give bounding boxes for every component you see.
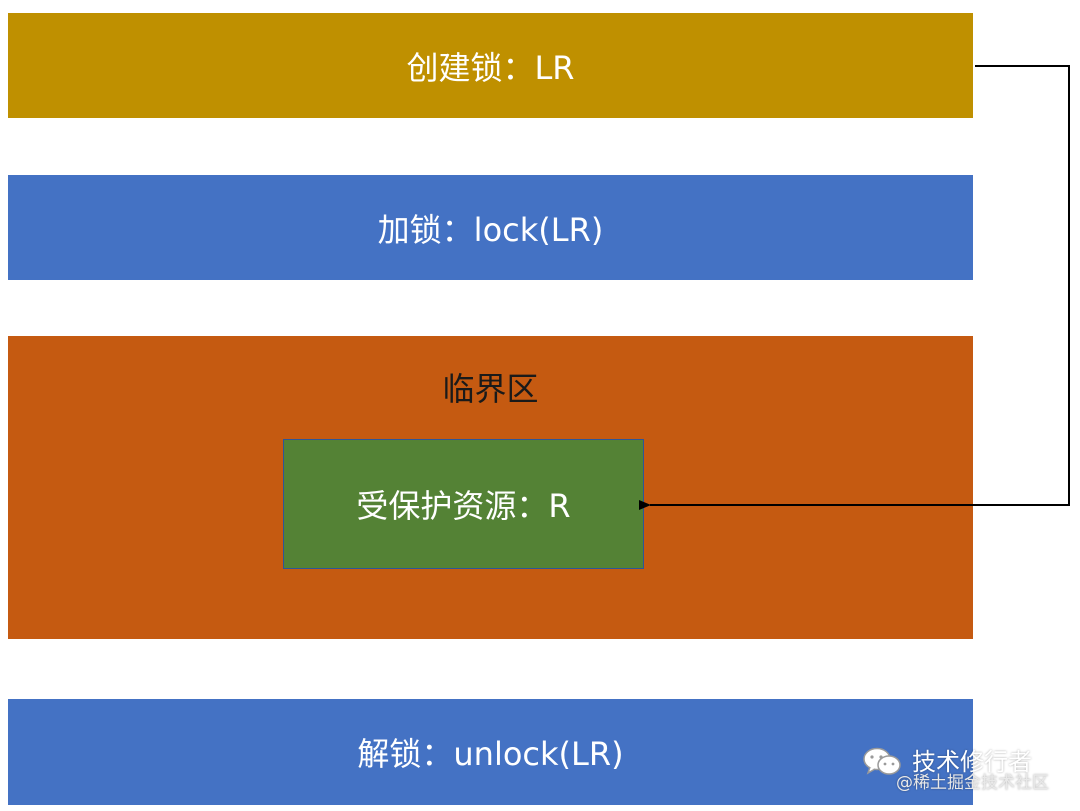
protected-resource-block: 受保护资源：R — [283, 439, 644, 569]
protected-resource-label: 受保护资源：R — [356, 487, 571, 525]
critical-section-block: 临界区 受保护资源：R — [8, 336, 973, 639]
release-lock-label: 解锁：unlock(LR) — [357, 735, 624, 773]
wechat-icon — [863, 747, 901, 775]
acquire-lock-block: 加锁：lock(LR) — [8, 175, 973, 280]
acquire-lock-label: 加锁：lock(LR) — [377, 210, 604, 249]
create-lock-block: 创建锁：LR — [8, 13, 973, 118]
watermark-title: 技术修行者 — [912, 748, 1032, 776]
watermark: 技术修行者 @稀土掘金技术社区 — [862, 742, 1072, 794]
create-lock-label: 创建锁：LR — [406, 48, 575, 87]
critical-section-title: 临界区 — [442, 370, 539, 408]
watermark-subtitle: @稀土掘金技术社区 — [896, 773, 1049, 793]
release-lock-block: 解锁：unlock(LR) — [8, 699, 973, 805]
